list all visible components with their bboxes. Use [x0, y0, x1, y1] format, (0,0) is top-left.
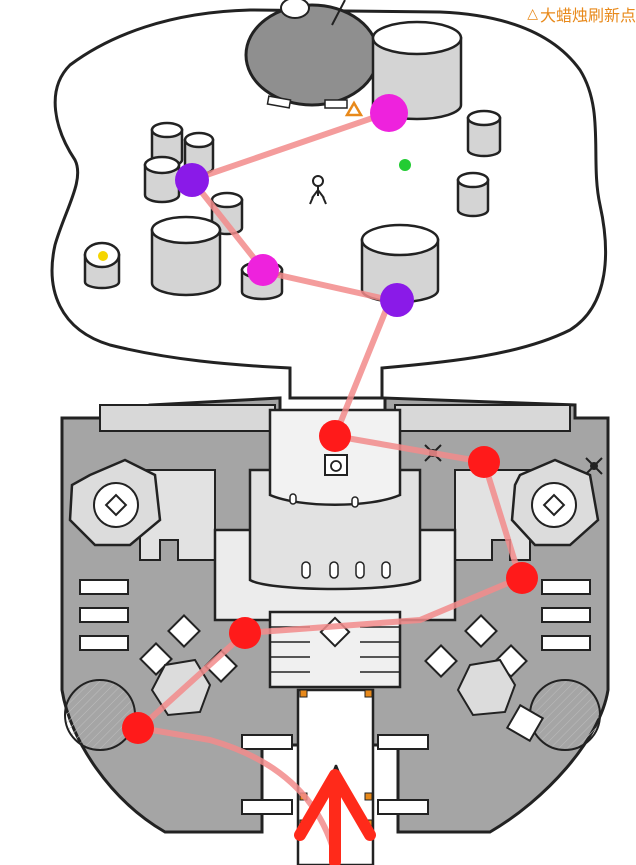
small-slab-1 [266, 95, 292, 109]
route-line [137, 109, 523, 858]
dome [244, 3, 380, 107]
entry-arrow-icon [294, 769, 376, 865]
node-purple-1 [380, 283, 414, 317]
pad-right [456, 658, 517, 717]
node-purple-2 [175, 163, 209, 197]
player-figure [309, 175, 327, 205]
node-red-4 [468, 446, 500, 478]
candle-spawn-marker [344, 100, 364, 117]
yellow-dot [98, 251, 108, 261]
small-slab-2 [324, 99, 348, 109]
green-dot [399, 159, 411, 171]
upper-courtyard [50, 8, 608, 400]
dome-lamp [280, 0, 310, 19]
legend-label: 大蜡烛刷新点 [539, 6, 636, 25]
shrine-door [324, 454, 348, 476]
stairs-right [394, 404, 571, 432]
orange-triangle-icon: △ [527, 6, 538, 22]
corner-left [64, 679, 136, 751]
diamond-tiles [139, 614, 528, 683]
corner-right [529, 679, 601, 751]
node-red-1 [122, 712, 154, 744]
legend: △ 大蜡烛刷新点 [527, 2, 636, 26]
node-red-3 [506, 562, 538, 594]
node-magenta-2 [370, 94, 408, 132]
crab-icon [585, 457, 603, 475]
node-magenta-1 [247, 254, 279, 286]
pillars [83, 20, 502, 304]
node-red-2 [229, 617, 261, 649]
dome-spire [331, 0, 346, 26]
benches [79, 579, 591, 815]
stairs-left [99, 404, 276, 432]
node-red-5 [319, 420, 351, 452]
shrine-windows [289, 493, 391, 579]
left-wing [139, 469, 216, 561]
route-nodes [122, 94, 538, 744]
